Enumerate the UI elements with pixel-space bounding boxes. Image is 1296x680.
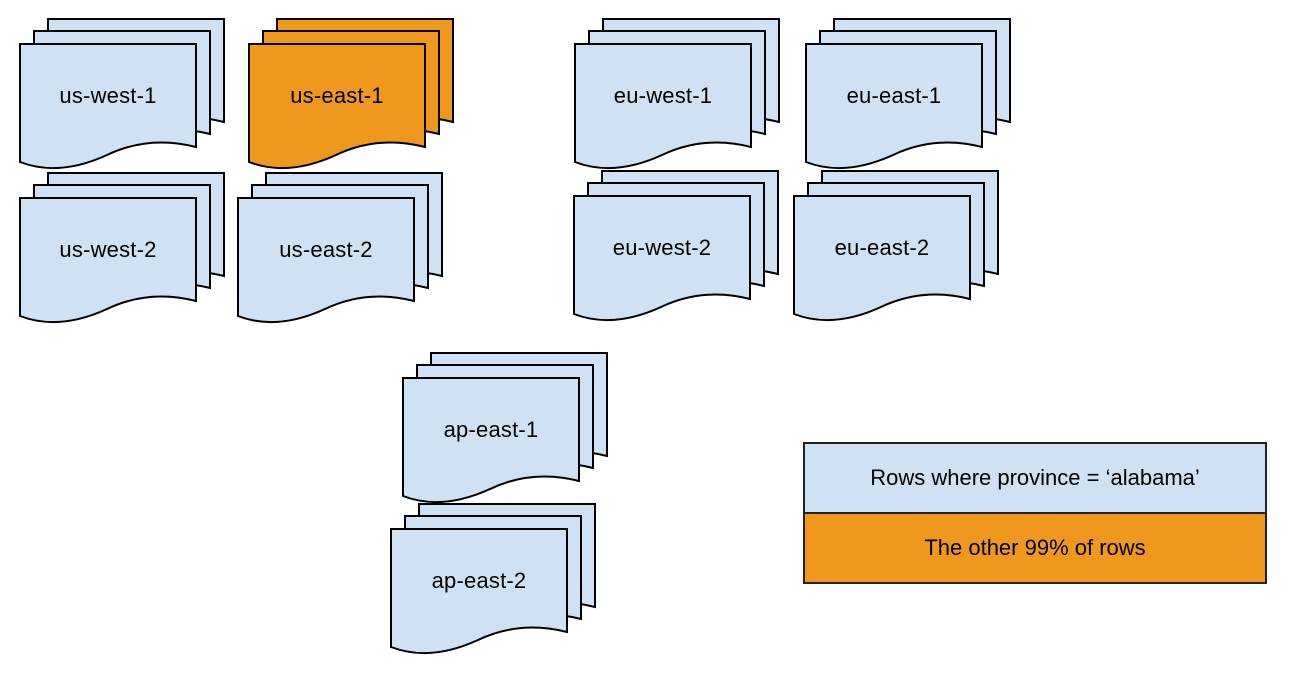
region-stack-eu-east-2: eu-east-2 (793, 170, 1001, 328)
region-label: eu-east-1 (846, 83, 942, 108)
region-stack-us-east-2: us-east-2 (237, 172, 445, 330)
region-label: eu-east-2 (834, 235, 930, 260)
region-label: us-east-2 (279, 237, 373, 262)
legend: Rows where province = ‘alabama’ The othe… (803, 442, 1267, 584)
region-label: eu-west-1 (613, 83, 713, 108)
region-stack-ap-east-2: ap-east-2 (390, 503, 598, 661)
legend-label-other-rows: The other 99% of rows (924, 535, 1146, 560)
region-stack-us-west-1: us-west-1 (19, 18, 227, 176)
region-stack-us-west-2: us-west-2 (19, 172, 227, 330)
region-stack-eu-west-2: eu-west-2 (573, 170, 781, 328)
region-label: ap-east-2 (431, 568, 527, 593)
legend-row-other-rows: The other 99% of rows (805, 514, 1265, 582)
region-label: us-west-2 (59, 237, 157, 262)
region-stack-eu-west-1: eu-west-1 (574, 18, 782, 176)
region-label: us-east-1 (290, 83, 384, 108)
region-stack-us-east-1: us-east-1 (248, 18, 456, 176)
legend-label-alabama: Rows where province = ‘alabama’ (870, 465, 1200, 490)
region-label: eu-west-2 (612, 235, 712, 260)
region-label: us-west-1 (59, 83, 157, 108)
legend-row-alabama: Rows where province = ‘alabama’ (805, 444, 1265, 514)
region-stack-eu-east-1: eu-east-1 (805, 18, 1013, 176)
region-stack-ap-east-1: ap-east-1 (402, 352, 610, 510)
region-label: ap-east-1 (443, 417, 539, 442)
